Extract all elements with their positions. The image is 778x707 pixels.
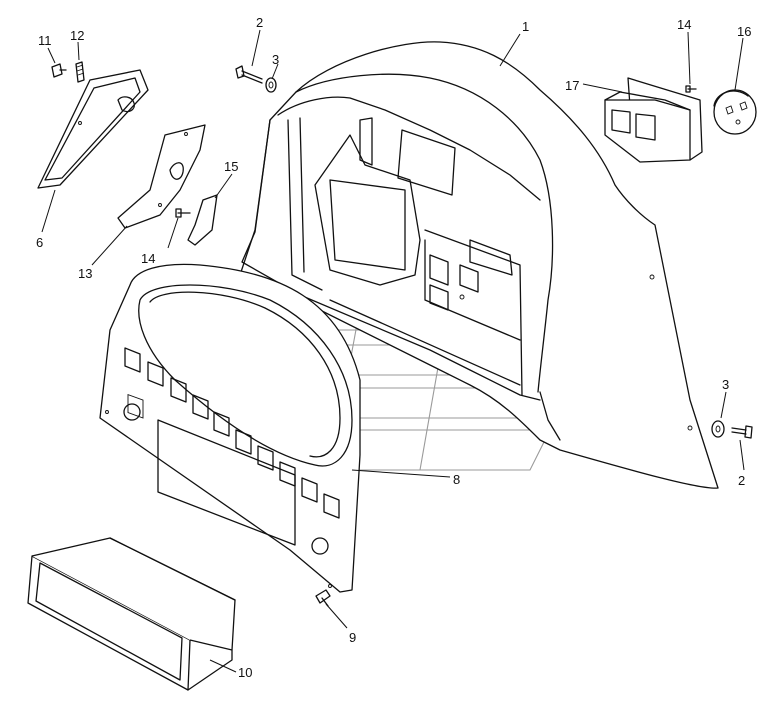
callout-2-right: 2 — [738, 439, 745, 488]
callout-13: 13 — [78, 225, 128, 281]
callout-14-right: 14 — [677, 17, 691, 85]
callout-label-16: 16 — [737, 24, 751, 39]
round-connector — [713, 89, 757, 135]
indicator-window-row — [127, 393, 144, 419]
callout-label-15: 15 — [224, 159, 238, 174]
callout-10: 10 — [209, 659, 252, 680]
clip-15 — [187, 194, 218, 246]
callout-1: 1 — [499, 19, 529, 67]
callout-15: 15 — [214, 159, 238, 199]
screw-14-right — [685, 85, 697, 93]
callout-label-13: 13 — [78, 266, 92, 281]
spring-12 — [75, 61, 85, 83]
callout-label-3-right: 3 — [722, 377, 729, 392]
storage-tray — [27, 537, 236, 691]
callout-17: 17 — [565, 78, 623, 93]
switch-housing — [604, 77, 703, 163]
callout-8: 8 — [351, 469, 460, 487]
screw-14-left — [175, 208, 191, 218]
callout-2-top: 2 — [251, 15, 263, 67]
callout-12: 12 — [70, 28, 84, 61]
bolt-2-right — [731, 425, 753, 439]
cover-panel — [37, 69, 149, 189]
mounting-bracket — [117, 124, 206, 229]
callout-label-8: 8 — [453, 472, 460, 487]
screw-9 — [315, 589, 331, 607]
callout-label-2-right: 2 — [738, 473, 745, 488]
callout-label-9: 9 — [349, 630, 356, 645]
callout-16: 16 — [734, 24, 751, 91]
instrument-panel-plate — [99, 263, 361, 593]
bolt-2-top — [235, 65, 263, 84]
callout-14-left: 14 — [141, 217, 179, 266]
callout-label-17: 17 — [565, 78, 579, 93]
washer-3-top — [265, 77, 277, 93]
callout-label-2-top: 2 — [256, 15, 263, 30]
callout-label-6: 6 — [36, 235, 43, 250]
callout-label-14-left: 14 — [141, 251, 155, 266]
screw-11 — [51, 63, 67, 78]
callout-6: 6 — [36, 189, 56, 250]
callout-3-right: 3 — [720, 377, 729, 419]
callout-label-3-top: 3 — [272, 52, 279, 67]
callout-11: 11 — [38, 33, 56, 64]
callout-label-10: 10 — [238, 665, 252, 680]
washer-3-right — [711, 420, 725, 438]
callout-3-top: 3 — [271, 52, 279, 80]
callout-label-11: 11 — [38, 33, 52, 48]
dashboard-housing — [239, 41, 719, 489]
callout-label-1: 1 — [522, 19, 529, 34]
callout-label-12: 12 — [70, 28, 84, 43]
callout-9: 9 — [325, 603, 356, 645]
callout-label-14-right: 14 — [677, 17, 691, 32]
